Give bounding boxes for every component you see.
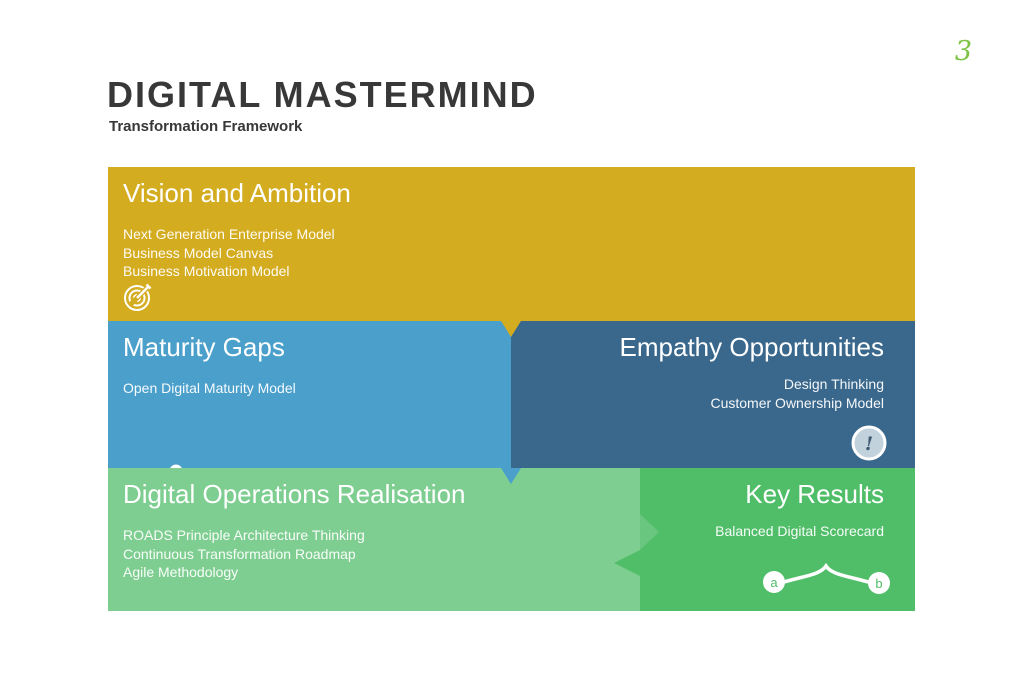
block-item: Balanced Digital Scorecard <box>715 523 884 539</box>
blue-chevron-connector <box>501 468 521 484</box>
svg-text:!: ! <box>865 433 873 455</box>
block-item: ROADS Principle Architecture Thinking <box>123 527 365 543</box>
block-item: Customer Ownership Model <box>710 394 884 411</box>
green-zigzag-left-notch <box>614 550 640 576</box>
page-subtitle: Transformation Framework <box>109 118 303 135</box>
a-b-connector-icon: a b <box>763 562 890 594</box>
block-item-list: Next Generation Enterprise Model Busines… <box>123 225 335 281</box>
block-digital-operations-realisation: Digital Operations Realisation ROADS Pri… <box>108 468 640 611</box>
block-item: Business Motivation Model <box>123 263 290 279</box>
block-item: Next Generation Enterprise Model <box>123 226 335 242</box>
page-title: DIGITAL MASTERMIND <box>107 74 538 115</box>
block-item-list: ROADS Principle Architecture Thinking Co… <box>123 526 365 582</box>
svg-text:b: b <box>875 576 882 591</box>
green-zigzag-right-arrow <box>640 514 659 550</box>
block-empathy-opportunities: Empathy Opportunities Design Thinking Cu… <box>511 321 915 468</box>
target-icon <box>124 283 152 311</box>
gold-chevron-connector <box>501 321 521 337</box>
block-item: Agile Methodology <box>123 564 239 580</box>
block-vision-and-ambition: Vision and Ambition Next Generation Ente… <box>108 167 915 321</box>
block-title: Empathy Opportunities <box>619 332 884 362</box>
block-item-list: Design Thinking Customer Ownership Model <box>710 375 884 412</box>
exclamation-icon: ! <box>851 425 887 461</box>
block-item-list: Open Digital Maturity Model <box>123 379 296 398</box>
block-item: Business Model Canvas <box>123 244 274 261</box>
block-title: Maturity Gaps <box>123 332 285 362</box>
block-title: Key Results <box>745 479 884 509</box>
block-item: Open Digital Maturity Model <box>123 380 296 396</box>
block-title: Vision and Ambition <box>123 178 351 208</box>
block-item-list: Balanced Digital Scorecard <box>715 522 884 541</box>
svg-text:a: a <box>770 575 778 590</box>
block-maturity-gaps: Maturity Gaps Open Digital Maturity Mode… <box>108 321 511 478</box>
block-title: Digital Operations Realisation <box>123 479 466 509</box>
block-item: Design Thinking <box>783 376 884 392</box>
page-number: 3 <box>954 36 972 67</box>
block-key-results: Key Results Balanced Digital Scorecard a… <box>640 468 915 611</box>
block-item: Continuous Transformation Roadmap <box>123 545 356 562</box>
